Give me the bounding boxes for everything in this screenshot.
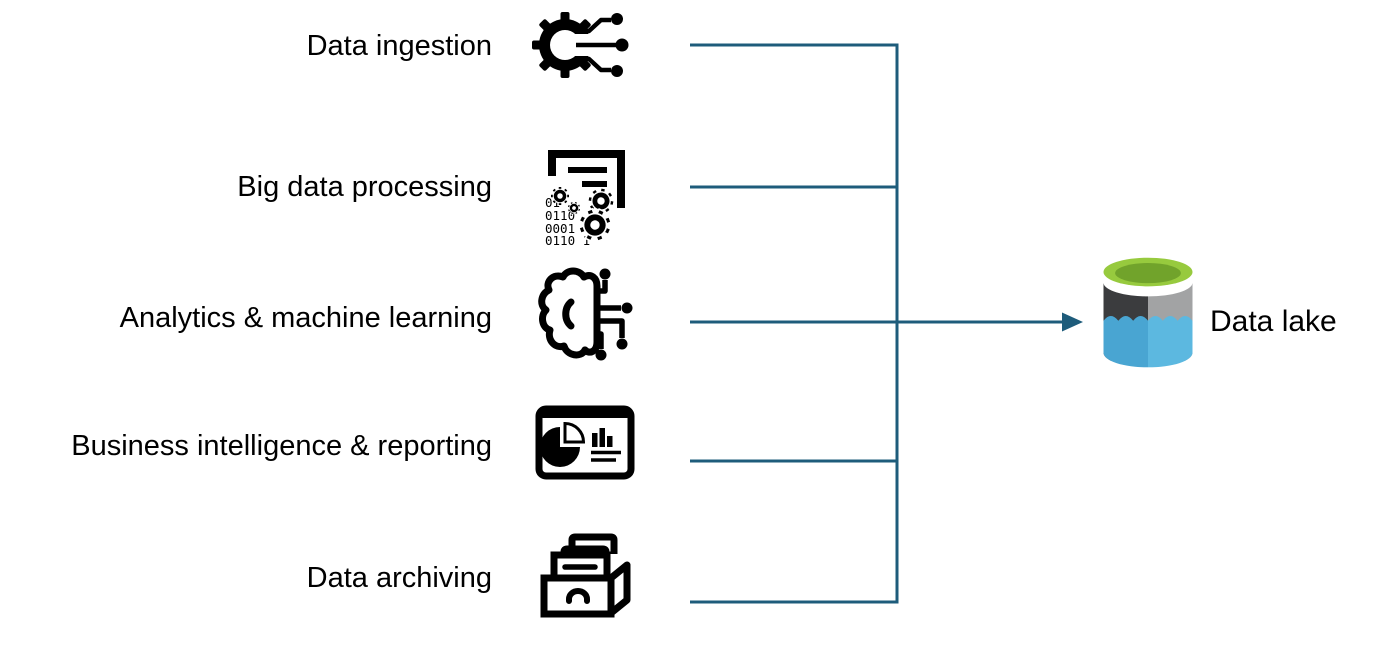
label-data-ingestion: Data ingestion [306, 30, 492, 62]
connector-bus [690, 43, 1064, 604]
label-data-archiving: Data archiving [306, 562, 492, 594]
label-bi-reporting: Business intelligence & reporting [71, 430, 492, 462]
gear-circuit-icon [532, 12, 629, 78]
label-big-data-processing: Big data processing [237, 171, 492, 203]
document-gears-binary-icon: 01 0110 0001 0110 1 [545, 150, 625, 245]
cylinder-top-inner [1115, 263, 1181, 284]
binary-line: 0110 [545, 208, 575, 223]
brain-circuit-icon [538, 267, 633, 361]
binary-line: 0110 1 [545, 233, 590, 245]
water-left [1103, 316, 1148, 368]
dashboard-charts-icon [535, 405, 635, 480]
label-data-lake: Data lake [1210, 305, 1337, 338]
binary-line: 0001 [545, 221, 575, 236]
arrowhead-icon [1062, 312, 1083, 332]
archive-box-icon [540, 533, 631, 618]
water-right [1148, 316, 1193, 368]
data-lake-cylinder-icon [1099, 255, 1197, 368]
label-analytics-ml: Analytics & machine learning [119, 302, 492, 334]
